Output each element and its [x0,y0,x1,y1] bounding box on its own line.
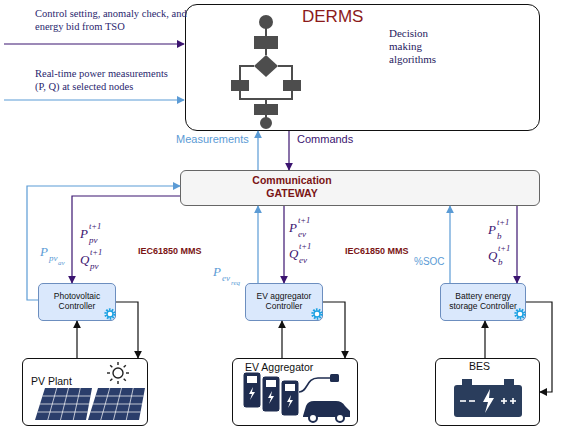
connector-arrow [116,302,138,358]
input-arrow [4,43,184,44]
connector-label: Measurements [176,133,249,146]
symbol-subscript: req [231,279,240,287]
gateway-label: Communication GATEWAY [233,174,351,200]
device-label: EV Aggregator [245,361,345,374]
connector-arrow [449,206,450,283]
controller-label: Battery energy storage Controller [443,291,523,311]
symbol-subscript: ev [222,273,230,284]
symbol-subscript: av [58,259,65,267]
input-arrow [4,99,184,100]
symbol-superscript: t+1 [497,217,509,227]
connector-layer [27,131,552,392]
symbol-superscript: t+1 [90,247,102,257]
input-note: Real-time power measurements (P, Q) at s… [35,68,180,93]
device-box: PV Plant [22,358,148,426]
controller-label: Photovoltaic Controller [41,291,113,311]
connector-arrow [257,206,258,283]
controller-label: EV aggregator Controller [248,291,320,311]
symbol-letter: Q [289,246,298,262]
symbol-subscript: b [498,257,503,268]
gateway-box: Communication GATEWAY [180,170,540,206]
system-box: DERMSDecision making algorithms [185,4,540,131]
symbol-letter: P [40,244,48,260]
connector-arrow [484,321,485,358]
connector-arrow [516,206,517,283]
connector-label: Commands [297,133,353,146]
connector-arrow [323,302,345,358]
controller-box: Battery energy storage Controller [440,283,526,321]
symbol-letter: Q [80,252,89,268]
connector-arrow [281,321,282,358]
symbol-letter: P [213,264,221,280]
device-box: BES [435,358,540,426]
symbol-subscript: ev [299,255,307,266]
box-body: Decision making algorithms [389,27,451,67]
device-label: PV Plant [31,375,101,388]
connector-arrow [257,131,258,170]
symbol-subscript: pv [89,235,98,246]
protocol-label: IEC61850 MMS [345,246,409,257]
connector-arrow [288,131,289,170]
signal-label: %SOC [414,256,445,268]
symbol-letter: P [80,226,88,242]
symbol-letter: P [289,220,297,236]
symbol-subscript: b [497,231,502,242]
symbol-subscript: pv [49,253,58,264]
symbol-superscript: t+1 [89,221,101,231]
symbol-superscript: t+1 [298,215,310,225]
symbol-superscript: t+1 [498,243,510,253]
input-note: Control setting, anomaly check, and ener… [35,8,195,33]
symbol-letter: P [488,222,496,238]
connector-arrow [283,206,284,283]
controller-box: EV aggregator Controller [245,283,323,321]
connector-arrow [72,196,180,283]
device-label: BES [469,360,509,373]
symbol-subscript: ev [298,229,306,240]
device-box: EV Aggregator [232,358,358,426]
protocol-label: IEC61850 MMS [138,246,202,257]
box-title: DERMS [302,7,392,27]
controller-box: Photovoltaic Controller [38,283,116,321]
symbol-letter: Q [488,248,497,264]
symbol-superscript: t+1 [299,241,311,251]
connector-arrow [76,321,77,358]
symbol-subscript: pv [90,261,99,272]
